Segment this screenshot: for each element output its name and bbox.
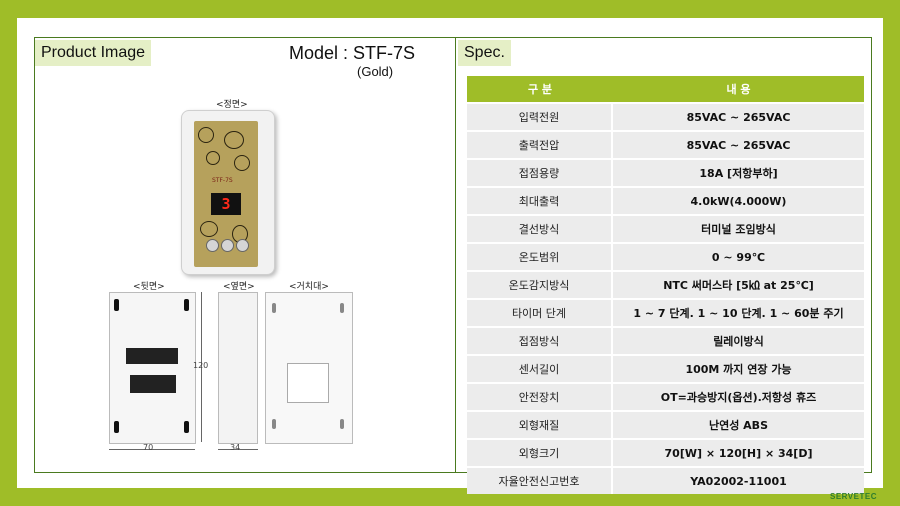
caption-side: <옆면>: [223, 282, 255, 292]
device-button-right: [236, 239, 249, 252]
mount-hole: [184, 299, 189, 311]
flower-pattern: [206, 151, 220, 165]
spec-key: 접점방식: [467, 328, 613, 354]
spec-value: 18A [저항부하]: [613, 160, 864, 186]
caption-front: <정면>: [216, 100, 248, 110]
device-side-image: [218, 292, 258, 444]
spec-key: 외형크기: [467, 440, 613, 466]
spec-value: 릴레이방식: [613, 328, 864, 354]
model-subtitle: (Gold): [357, 64, 394, 79]
spec-value: 0 ~ 99℃: [613, 244, 864, 270]
spec-heading: Spec.: [458, 40, 511, 66]
spec-key: 센서길이: [467, 356, 613, 382]
spec-value: YA02002-11001: [613, 468, 864, 494]
spec-value: NTC 써머스타 [5㏀ at 25℃]: [613, 272, 864, 298]
spec-value: 100M 까지 연장 가능: [613, 356, 864, 382]
spec-value: 난연성 ABS: [613, 412, 864, 438]
product-image-heading: Product Image: [35, 40, 152, 66]
spec-key: 타이머 단계: [467, 300, 613, 326]
flower-pattern: [198, 127, 214, 143]
spec-value: 터미널 조임방식: [613, 216, 864, 242]
device-brand-label: STF-7S: [212, 177, 233, 184]
spec-key: 외형재질: [467, 412, 613, 438]
mount-hole: [114, 299, 119, 311]
caption-mount: <거치대>: [289, 282, 329, 292]
spec-key: 안전장치: [467, 384, 613, 410]
dimension-height: 120: [193, 361, 209, 370]
mount-hole: [184, 421, 189, 433]
mount-hole: [114, 421, 119, 433]
spec-key: 접점용량: [467, 160, 613, 186]
spec-value: OT=과승방지(옵션).저항성 휴즈: [613, 384, 864, 410]
spec-header-row: 구 분 내 용: [467, 76, 864, 102]
spec-key: 최대출력: [467, 188, 613, 214]
led-display: 3: [211, 193, 241, 215]
column-divider: [455, 37, 456, 473]
spec-value: 70[W] × 120[H] × 34[D]: [613, 440, 864, 466]
bracket-slot: [340, 419, 344, 429]
terminal-block: [130, 375, 176, 393]
dimension-line-height: [201, 292, 202, 442]
dimension-line-depth: [218, 449, 258, 450]
flower-pattern: [234, 155, 250, 171]
spec-value: 85VAC ~ 265VAC: [613, 104, 864, 130]
dimension-width: 70: [143, 443, 154, 452]
spec-key: 결선방식: [467, 216, 613, 242]
bracket-slot: [340, 303, 344, 313]
device-back-image: [109, 292, 196, 444]
model-label: Model : STF-7S: [289, 43, 416, 63]
spec-header-content: 내 용: [613, 76, 864, 102]
flower-pattern: [224, 131, 244, 149]
device-button-middle: [221, 239, 234, 252]
bracket-slot: [272, 303, 276, 313]
bracket-window: [287, 363, 329, 403]
company-logo: SERVETEC: [830, 492, 877, 501]
spec-key: 입력전원: [467, 104, 613, 130]
bracket-slot: [272, 419, 276, 429]
spec-key: 온도감지방식: [467, 272, 613, 298]
mount-bracket-image: [265, 292, 353, 444]
spec-value: 1 ~ 7 단계. 1 ~ 10 단계. 1 ~ 60분 주기: [613, 300, 864, 326]
dimension-depth: 34: [230, 443, 241, 452]
caption-back: <뒷면>: [133, 282, 165, 292]
spec-key: 온도범위: [467, 244, 613, 270]
spec-key: 자율안전신고번호: [467, 468, 613, 494]
spec-value: 4.0kW(4.000W): [613, 188, 864, 214]
spec-key: 출력전압: [467, 132, 613, 158]
device-front-image: STF-7S 3: [181, 110, 275, 275]
dimension-line-width: [109, 449, 195, 450]
terminal-block: [126, 348, 178, 364]
spec-value: 85VAC ~ 265VAC: [613, 132, 864, 158]
spec-header-category: 구 분: [467, 76, 613, 102]
device-button-left: [206, 239, 219, 252]
decor-panel: STF-7S 3: [194, 121, 258, 267]
flower-pattern: [200, 221, 218, 237]
